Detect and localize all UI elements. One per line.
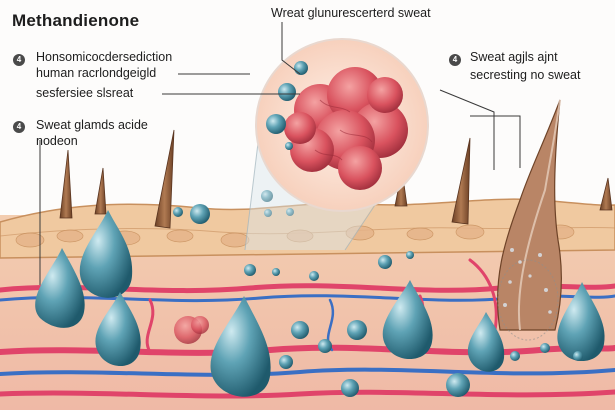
sweat-gland <box>467 312 505 372</box>
sweat-gland <box>557 282 605 362</box>
sweat-gland <box>79 210 133 298</box>
sweat-gland <box>210 296 271 397</box>
callout-left1-line1: Honsomicocdersediction <box>36 50 173 64</box>
callout-right-badge: 4 <box>449 54 461 66</box>
sweat-glands <box>35 210 605 397</box>
callout-left1-line2: human racrlondgeigld <box>36 66 157 80</box>
callout-left2-badge: 4 <box>13 121 25 133</box>
sweat-gland <box>35 248 85 328</box>
callout-left2-line1: Sweat glamds acide <box>36 118 148 132</box>
callout-top-label: Wreat glunurescerterd sweat <box>271 6 431 20</box>
sweat-gland <box>95 292 141 366</box>
callout-leader-lines <box>39 22 521 285</box>
sweat-droplet-icon <box>173 190 583 397</box>
hair-follicle <box>497 99 563 341</box>
diagram-title: Methandienone <box>12 11 140 30</box>
callout-left1-badge: 4 <box>13 54 25 66</box>
dermal-gland-cluster <box>174 316 209 344</box>
callout-left2-line2: nodeon <box>36 134 78 148</box>
sweat-gland <box>382 280 433 360</box>
callout-right-line2: secresting no sweat <box>470 68 581 82</box>
callout-left1-line3: sesfersiee slsreat <box>36 86 134 100</box>
magnified-sweat-gland-cluster <box>266 61 408 190</box>
callout-right-line1: Sweat agjls ajnt <box>470 50 558 64</box>
